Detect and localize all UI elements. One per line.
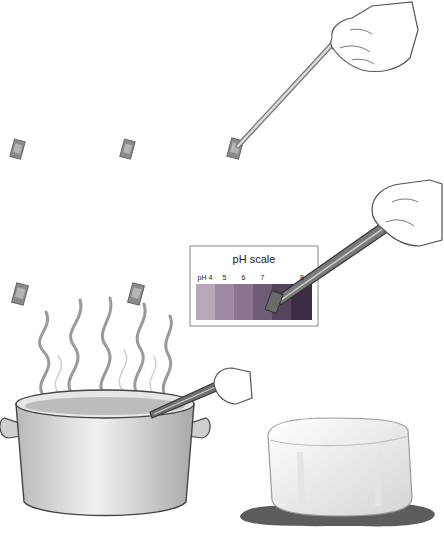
ph-value: pH 4 [198, 274, 213, 281]
cooking-pot [0, 390, 210, 516]
ph-value: 8 [300, 274, 304, 281]
tongs [150, 380, 224, 418]
ph-value: 5 [223, 274, 227, 281]
glass-rod [238, 40, 336, 146]
hand [386, 199, 418, 226]
card-title: pH scale [233, 254, 276, 265]
hand [372, 180, 442, 246]
test-strip [120, 139, 135, 159]
hand [340, 29, 374, 64]
ph-scale-card: pH scale pH 4 5 6 7 8 [190, 246, 318, 326]
test-strip [128, 283, 145, 305]
ph-value: 7 [261, 274, 265, 281]
ph-value: 6 [242, 274, 246, 281]
steam [40, 298, 172, 398]
ice-cube [240, 418, 435, 526]
glass-rod [238, 40, 336, 146]
hand [331, 2, 418, 72]
steam [55, 350, 156, 392]
hand [214, 368, 252, 404]
test-strip [12, 283, 29, 305]
test-strip [10, 139, 25, 159]
